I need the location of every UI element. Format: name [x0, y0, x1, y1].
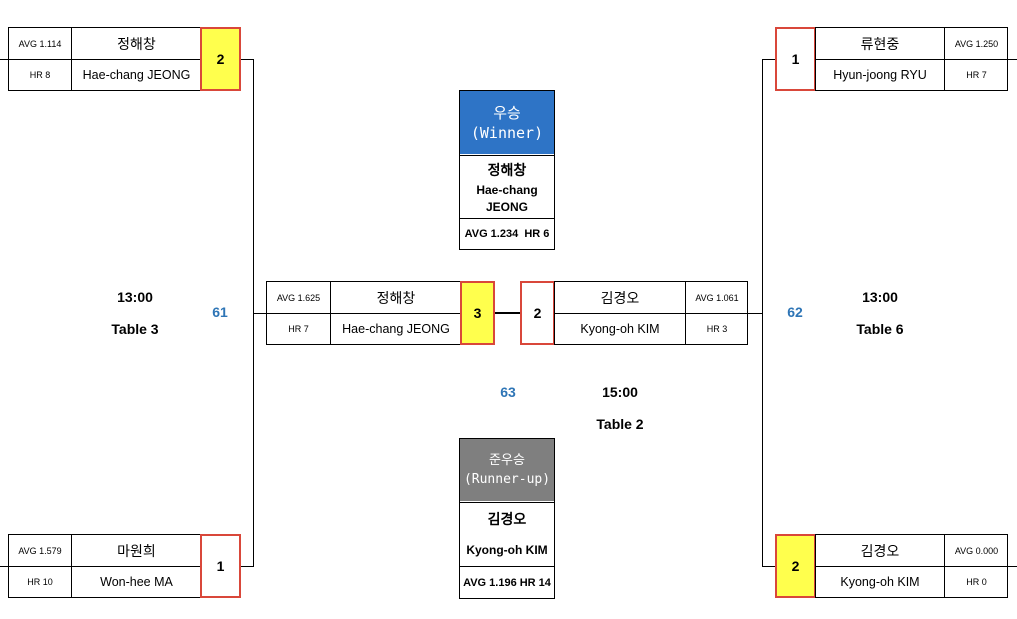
match-time: 15:00	[602, 384, 638, 400]
player-card-bottom-right: 김경오 Kyong-oh KIM AVG 0.000 HR 0	[815, 534, 1008, 598]
player-korean-name: 정해창	[117, 35, 156, 52]
cell-divider	[944, 28, 945, 90]
player-english-name: Kyong-oh KIM	[840, 575, 920, 589]
player-avg: AVG 1.579	[18, 545, 62, 556]
score-box: 2	[775, 534, 816, 598]
bracket-line	[253, 313, 267, 314]
player-korean-name: 류현중	[860, 35, 900, 52]
runner-up-title-english: (Runner-up)	[463, 472, 551, 487]
runner-up-stats: AVG 1.196 HR 14	[460, 566, 554, 598]
winner-stats: AVG 1.234 HR 6	[460, 218, 554, 249]
runner-up-korean-name: 김경오	[460, 502, 554, 534]
match-table: Table 2	[596, 416, 644, 432]
player-card-final-right: 김경오 Kyong-oh KIM AVG 1.061 HR 3	[554, 281, 748, 345]
runner-up-box: 준우승 (Runner-up) 김경오 Kyong-oh KIM AVG 1.1…	[459, 438, 555, 599]
player-korean-name: 김경오	[860, 542, 900, 559]
score-box: 2	[520, 281, 555, 345]
cell-divider	[9, 59, 72, 60]
cell-divider	[555, 313, 748, 314]
player-card-bottom-left: AVG 1.579 HR 10 마원희 Won-hee MA	[8, 534, 201, 598]
bracket-line	[762, 566, 776, 567]
cell-divider	[816, 566, 1008, 567]
bracket-line	[240, 59, 254, 60]
player-korean-name: 정해창	[376, 289, 416, 306]
cell-divider	[944, 535, 945, 597]
score-box: 1	[200, 534, 241, 598]
winner-header: 우승 (Winner)	[460, 91, 554, 154]
cell-divider	[267, 313, 461, 314]
bracket-line	[762, 59, 776, 60]
runner-up-english-name: Kyong-oh KIM	[466, 543, 548, 557]
player-english-name: Won-hee MA	[100, 575, 173, 589]
winner-box: 우승 (Winner) 정해창 Hae-chang JEONG AVG 1.23…	[459, 90, 555, 250]
bracket-line	[240, 566, 254, 567]
player-card-top-left: AVG 1.114 HR 8 정해창 Hae-chang JEONG	[8, 27, 201, 91]
player-avg: AVG 1.250	[954, 38, 999, 49]
player-card-top-right: 류현중 Hyun-joong RYU AVG 1.250 HR 7	[815, 27, 1008, 91]
player-avg: AVG 1.061	[695, 292, 739, 303]
cell-divider	[330, 282, 331, 344]
player-english-name: Kyong-oh KIM	[580, 322, 660, 336]
bracket-line	[1008, 59, 1017, 60]
match-table: Table 3	[111, 321, 159, 337]
cell-divider	[9, 566, 201, 567]
bracket-line	[748, 313, 763, 314]
runner-up-header: 준우승 (Runner-up)	[460, 439, 554, 501]
score-box: 2	[200, 27, 241, 91]
score-box: 1	[775, 27, 816, 91]
player-english-name: Hae-chang JEONG	[82, 68, 191, 82]
winner-korean-name: 정해창	[460, 155, 554, 183]
player-hr: HR 8	[29, 70, 51, 80]
cell-divider	[72, 59, 201, 60]
player-korean-name: 김경오	[600, 289, 640, 306]
match-table: Table 6	[856, 321, 904, 337]
bracket-line	[1008, 566, 1017, 567]
cell-divider	[816, 59, 1008, 60]
player-hr: HR 10	[27, 577, 53, 587]
cell-divider	[685, 282, 686, 344]
cell-divider	[71, 535, 72, 597]
winner-title-korean: 우승	[493, 103, 521, 122]
player-hr: HR 7	[288, 324, 309, 334]
player-korean-name: 마원희	[117, 542, 156, 559]
match-number: 63	[500, 384, 516, 400]
winner-title-english: (Winner)	[470, 123, 544, 142]
match-number: 61	[212, 304, 228, 320]
player-english-name: Hae-chang JEONG	[342, 322, 450, 336]
cell-divider	[71, 28, 72, 90]
player-avg: AVG 1.114	[18, 38, 62, 49]
match-number: 62	[787, 304, 803, 320]
final-connector-line	[494, 312, 521, 314]
player-card-final-left: AVG 1.625 HR 7 정해창 Hae-chang JEONG	[266, 281, 461, 345]
bracket-line	[0, 59, 8, 60]
runner-up-title-korean: 준우승	[489, 453, 525, 468]
player-hr: HR 0	[966, 577, 987, 587]
player-avg: AVG 0.000	[954, 545, 999, 556]
match-time: 13:00	[862, 289, 898, 305]
bracket-line	[0, 566, 8, 567]
score-box: 3	[460, 281, 495, 345]
player-hr: HR 7	[966, 70, 987, 80]
winner-english-name: Hae-chang JEONG	[476, 183, 538, 214]
player-hr: HR 3	[706, 324, 728, 334]
match-time: 13:00	[117, 289, 153, 305]
player-avg: AVG 1.625	[276, 292, 321, 303]
player-english-name: Hyun-joong RYU	[833, 68, 927, 82]
